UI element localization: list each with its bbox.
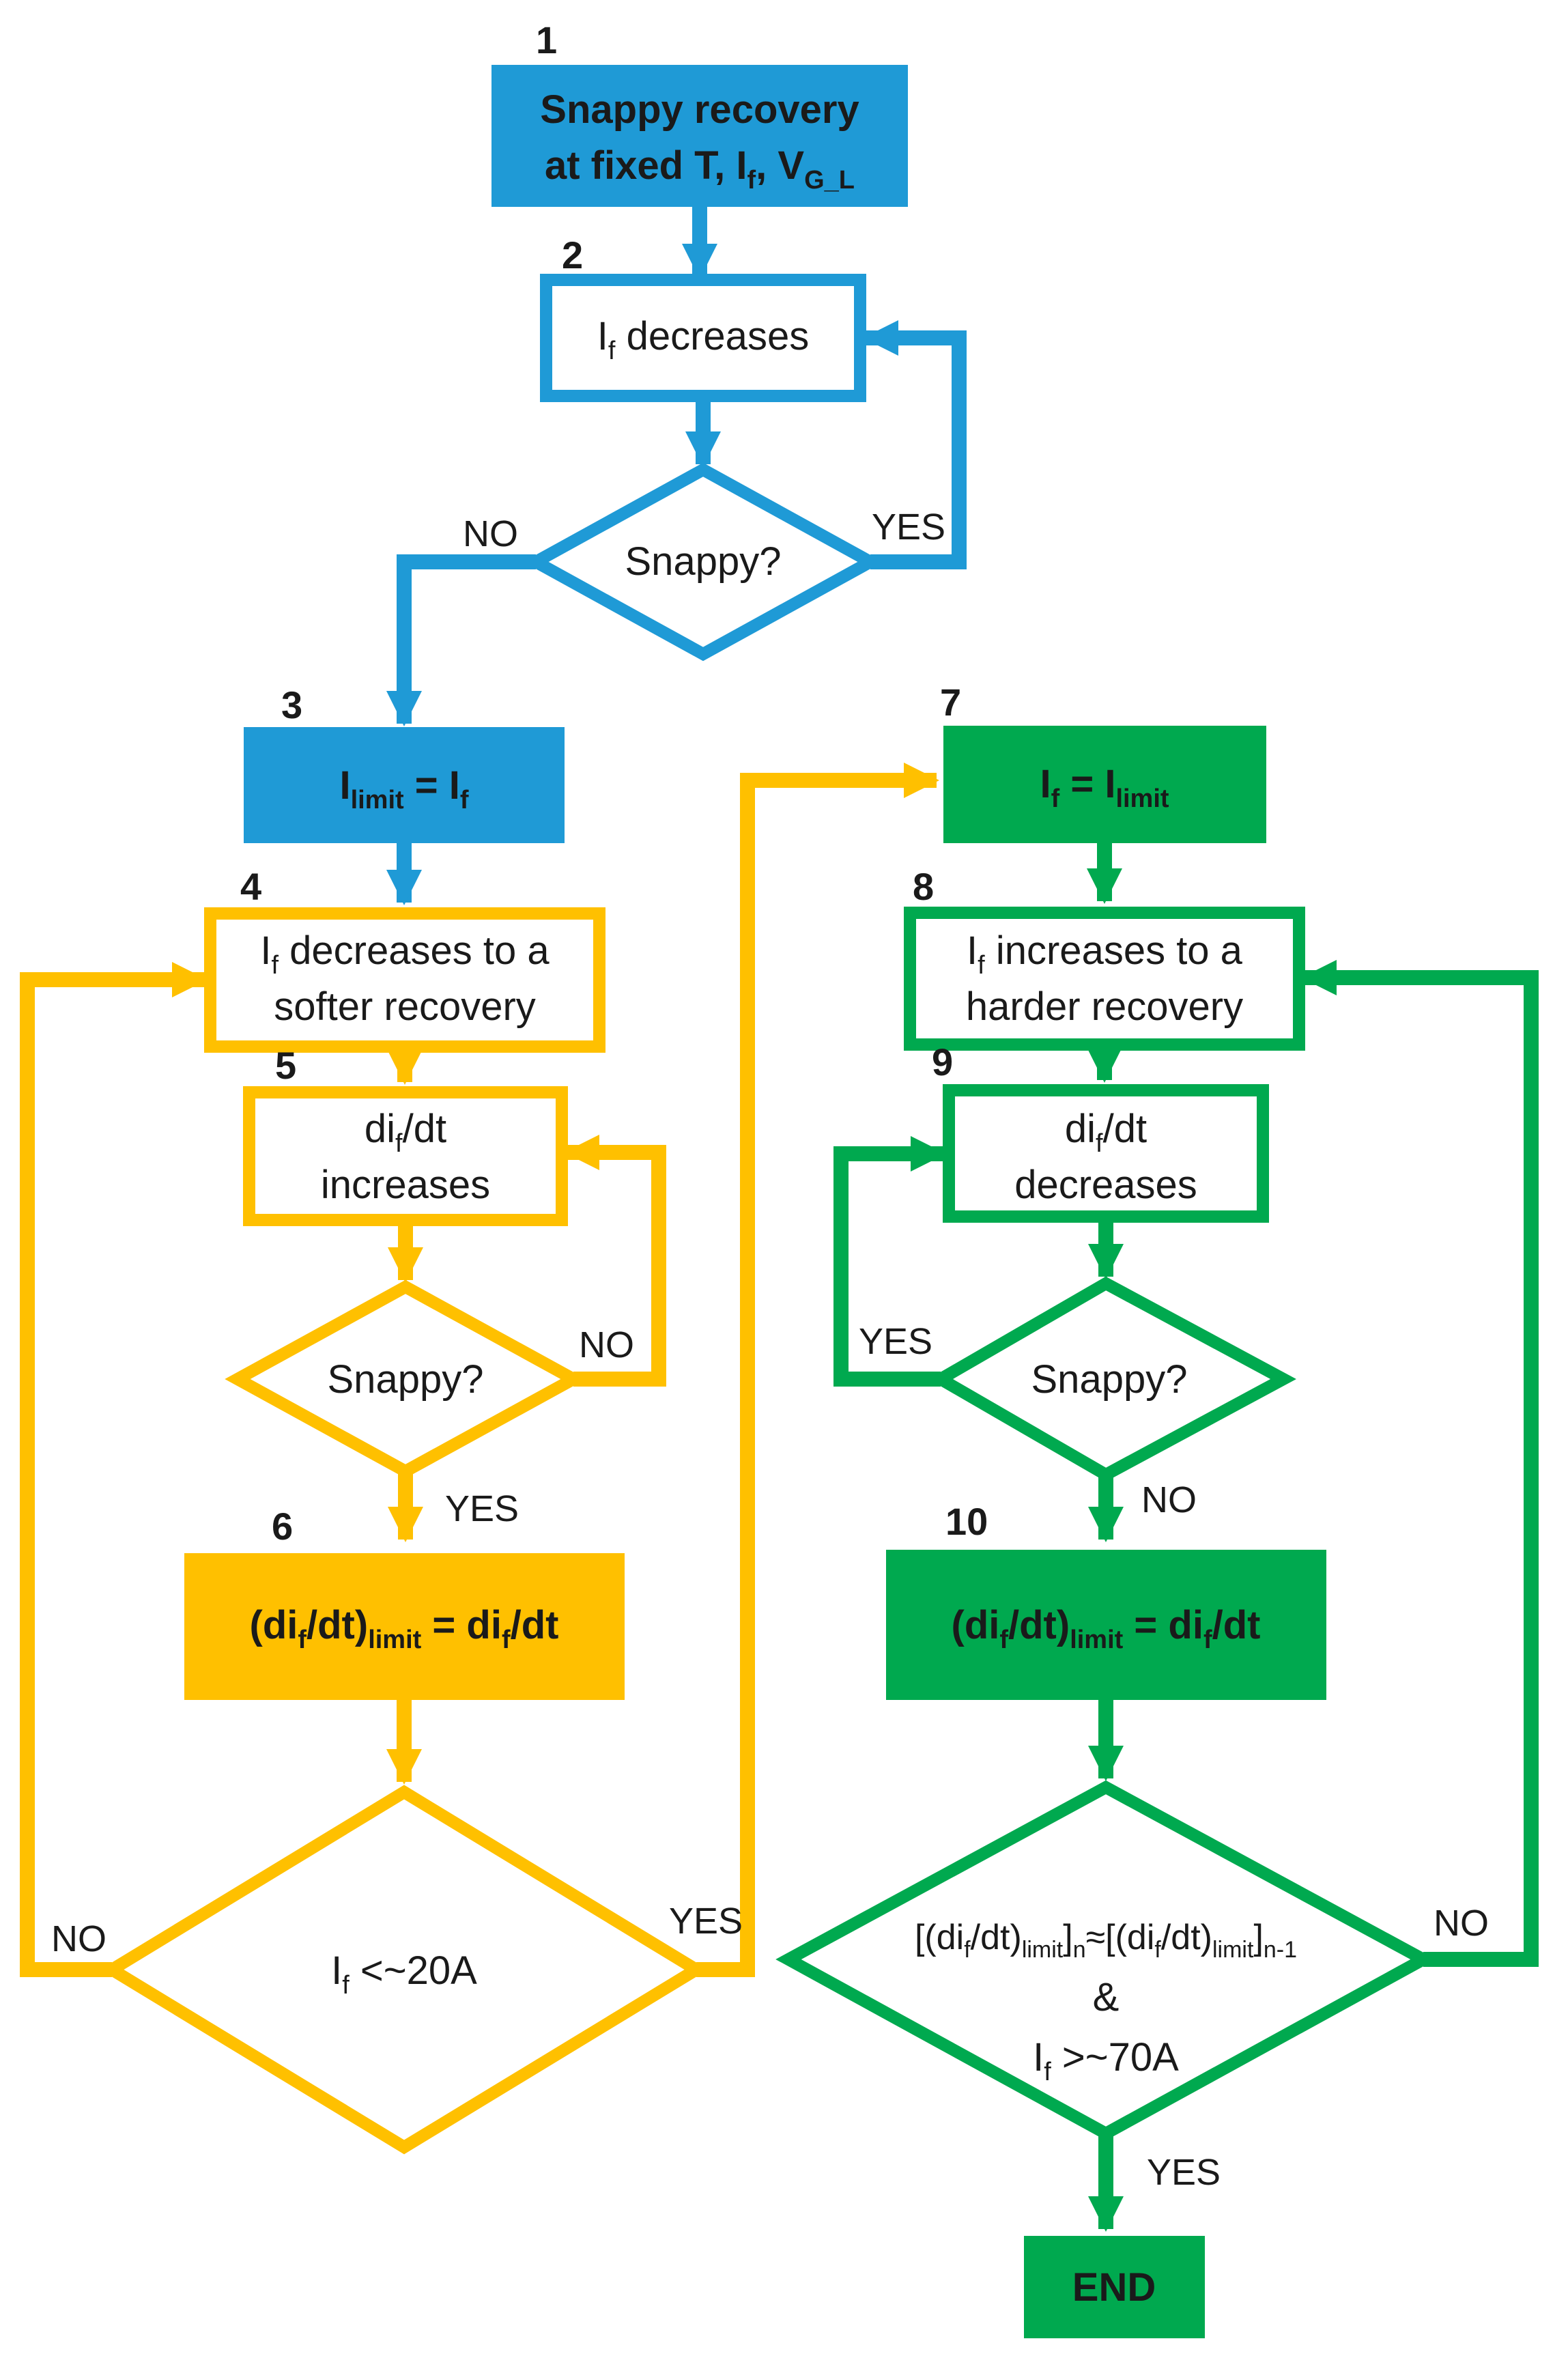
step-number-1: 1 (536, 18, 557, 61)
step-number-9: 9 (932, 1040, 953, 1083)
convergence-line1: [(dif/dt)limit]n≈[(dif/dt)limit]n-1 (915, 1918, 1297, 1963)
if-eq-ilimit-text: If = Ilimit (1040, 762, 1169, 813)
node-if-decreases (540, 274, 866, 402)
label-blue-no: NO (463, 513, 518, 554)
snappy-blue-text: Snappy? (625, 539, 782, 584)
label-green2-no: NO (1434, 1903, 1489, 1944)
edge-green2-no-loop (1301, 960, 1539, 1967)
decision-convergence (775, 1780, 1436, 2141)
label-yellow1-no: NO (579, 1324, 634, 1365)
if-inc-harder-line2: harder recovery (966, 984, 1243, 1029)
label-green2-yes: YES (1147, 2152, 1221, 2193)
node-difdt-limit-yellow (184, 1553, 625, 1700)
start-line1: Snappy recovery (540, 87, 859, 132)
step-number-7: 7 (940, 681, 961, 724)
convergence-line2: & (1093, 1975, 1120, 2019)
if-dec-softer-line1: If decreases to a (260, 928, 550, 980)
dif-increases-line1: dif/dt (365, 1107, 446, 1158)
node-if-eq-ilimit (943, 726, 1266, 843)
dif-decreases-line1: dif/dt (1065, 1107, 1147, 1158)
start-node (491, 65, 908, 207)
step-number-8: 8 (913, 865, 934, 908)
convergence-line3: If >~70A (1033, 2035, 1179, 2086)
edge-yellow2-yes (696, 763, 939, 1977)
label-green1-no: NO (1141, 1479, 1197, 1520)
if-dec-softer-line2: softer recovery (274, 984, 536, 1029)
label-green1-yes: YES (859, 1321, 932, 1362)
edge-blue-no (386, 554, 536, 726)
step-number-6: 6 (272, 1505, 293, 1548)
edge-blue-yes-loop (863, 320, 967, 569)
if-inc-harder-line1: If increases to a (967, 928, 1243, 980)
node-end (1024, 2236, 1205, 2338)
edge-green1-yes-loop (833, 1136, 946, 1387)
start-line2: at fixed T, If, VG_L (545, 143, 855, 195)
snappy-yellow-text: Snappy? (328, 1357, 484, 1402)
snappy-green-text: Snappy? (1031, 1357, 1188, 1402)
node-dif-decreases (943, 1084, 1269, 1223)
dif-decreases-line2: decreases (1014, 1163, 1197, 1207)
label-yellow2-yes: YES (669, 1901, 743, 1942)
if-decreases-text: If decreases (597, 314, 809, 365)
node-if-inc-harder (904, 907, 1305, 1051)
step-number-10: 10 (945, 1500, 988, 1543)
ilimit-eq-if-text: Ilimit = If (339, 763, 468, 814)
decision-if-lt-20 (100, 1785, 709, 2155)
label-blue-yes: YES (872, 507, 945, 548)
label-yellow2-no: NO (51, 1918, 106, 1959)
step-number-3: 3 (281, 683, 302, 726)
end-text: END (1072, 2265, 1156, 2310)
difdt-limit-green-text: (dif/dt)limit = dif/dt (952, 1603, 1261, 1654)
label-yellow1-yes: YES (445, 1488, 519, 1529)
edge-yellow1-no-loop (564, 1135, 666, 1387)
step-number-4: 4 (240, 865, 261, 908)
difdt-limit-yellow-text: (dif/dt)limit = dif/dt (250, 1603, 559, 1654)
node-ilimit-eq-if (244, 727, 565, 843)
step-number-2: 2 (562, 233, 583, 276)
decision-snappy-blue (523, 462, 883, 662)
dif-increases-line2: increases (321, 1163, 490, 1207)
step-number-5: 5 (275, 1044, 296, 1087)
edge-yellow2-no-loop (20, 962, 208, 1977)
if-lt-20-text: If <~20A (331, 1948, 477, 2000)
node-difdt-limit-green (886, 1550, 1326, 1700)
